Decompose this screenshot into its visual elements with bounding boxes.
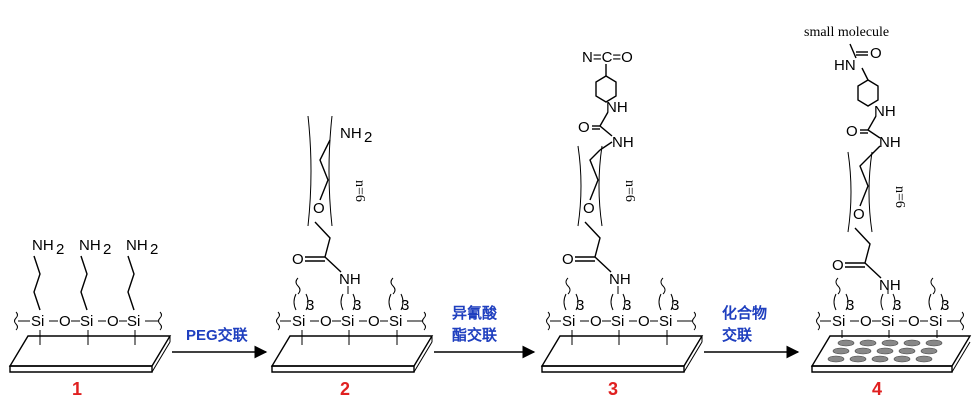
isocyanate-group: N=C=O <box>582 49 633 66</box>
si-atom: Si <box>881 313 894 330</box>
amine-label: NH <box>79 237 101 254</box>
repeat-subscript: 3 <box>576 297 584 314</box>
repeat-subscript: 3 <box>353 297 361 314</box>
si-atom: Si <box>127 313 140 330</box>
reaction-arrow-1: PEG交联 <box>172 326 268 359</box>
o-atom: O <box>860 313 872 330</box>
ether-o: O <box>583 200 595 217</box>
structure-4: Si O Si O Si 3 3 3 NH O O n=6 NH O <box>804 25 972 399</box>
si-atom: Si <box>929 313 942 330</box>
microarray-spots <box>827 339 943 363</box>
acyl-o: O <box>870 45 882 62</box>
amine-subscript: 2 <box>103 241 111 258</box>
si-atom: Si <box>611 313 624 330</box>
arrow-label-compound-2: 交联 <box>722 326 753 344</box>
amine-subscript: 2 <box>364 129 372 146</box>
amine-label: NH <box>32 237 54 254</box>
si-atom: Si <box>389 313 402 330</box>
reaction-arrow-2: 异氰酸 酯交联 <box>434 304 536 359</box>
reaction-arrow-3: 化合物 交联 <box>704 304 800 359</box>
si-atom: Si <box>659 313 672 330</box>
repeat-subscript: 3 <box>623 297 631 314</box>
anilide-hn: HN <box>834 57 856 74</box>
amine-subscript: 2 <box>150 241 158 258</box>
step-number-3: 3 <box>608 379 618 399</box>
urea-o: O <box>578 119 590 136</box>
repeat-subscript: 3 <box>401 297 409 314</box>
carbonyl-o: O <box>562 251 574 268</box>
si-atom: Si <box>80 313 93 330</box>
urea-nh: NH <box>874 103 896 120</box>
amine-label: NH <box>126 237 148 254</box>
urea-o: O <box>846 123 858 140</box>
structure-1: Si O Si O Si NH 2 NH 2 NH 2 1 <box>8 237 172 399</box>
si-atom: Si <box>562 313 575 330</box>
arrow-label-peg: PEG交联 <box>186 326 249 344</box>
si-atom: Si <box>31 313 44 330</box>
repeat-subscript: 3 <box>671 297 679 314</box>
step-number-4: 4 <box>872 379 882 399</box>
amide-nh: NH <box>339 271 361 288</box>
si-atom: Si <box>341 313 354 330</box>
repeat-subscript: 3 <box>893 297 901 314</box>
o-atom: O <box>638 313 650 330</box>
o-atom: O <box>107 313 119 330</box>
repeat-count: n=6 <box>352 180 367 202</box>
si-atom: Si <box>292 313 305 330</box>
carbonyl-o: O <box>832 257 844 274</box>
o-atom: O <box>320 313 332 330</box>
si-atom: Si <box>832 313 845 330</box>
repeat-count: n=6 <box>892 186 907 208</box>
o-atom: O <box>590 313 602 330</box>
step-number-1: 1 <box>72 379 82 399</box>
arrow-label-compound-1: 化合物 <box>722 304 767 322</box>
step-number-2: 2 <box>340 379 350 399</box>
glass-substrate-1 <box>8 335 172 373</box>
arrow-label-isocyanate-1: 异氰酸 <box>452 304 498 322</box>
arrow-label-isocyanate-2: 酯交联 <box>452 326 498 344</box>
amide-nh: NH <box>879 277 901 294</box>
amide-nh: NH <box>609 271 631 288</box>
amine-label: NH <box>340 125 362 142</box>
ether-o: O <box>853 206 865 223</box>
o-atom: O <box>908 313 920 330</box>
structure-2: Si O Si O Si 3 3 3 NH O O n=6 NH 2 2 <box>270 115 434 399</box>
urea-nh: NH <box>606 99 628 116</box>
repeat-subscript: 3 <box>941 297 949 314</box>
urea-nh: NH <box>612 134 634 151</box>
ether-o: O <box>313 200 325 217</box>
small-molecule-label: small molecule <box>804 25 889 40</box>
repeat-subscript: 3 <box>846 297 854 314</box>
amine-subscript: 2 <box>56 241 64 258</box>
repeat-count: n=6 <box>622 180 637 202</box>
repeat-subscript: 3 <box>306 297 314 314</box>
urea-nh: NH <box>879 134 901 151</box>
structure-3: Si O Si O Si 3 3 3 NH O O n=6 NH O <box>540 49 704 399</box>
carbonyl-o: O <box>292 251 304 268</box>
o-atom: O <box>59 313 71 330</box>
o-atom: O <box>368 313 380 330</box>
